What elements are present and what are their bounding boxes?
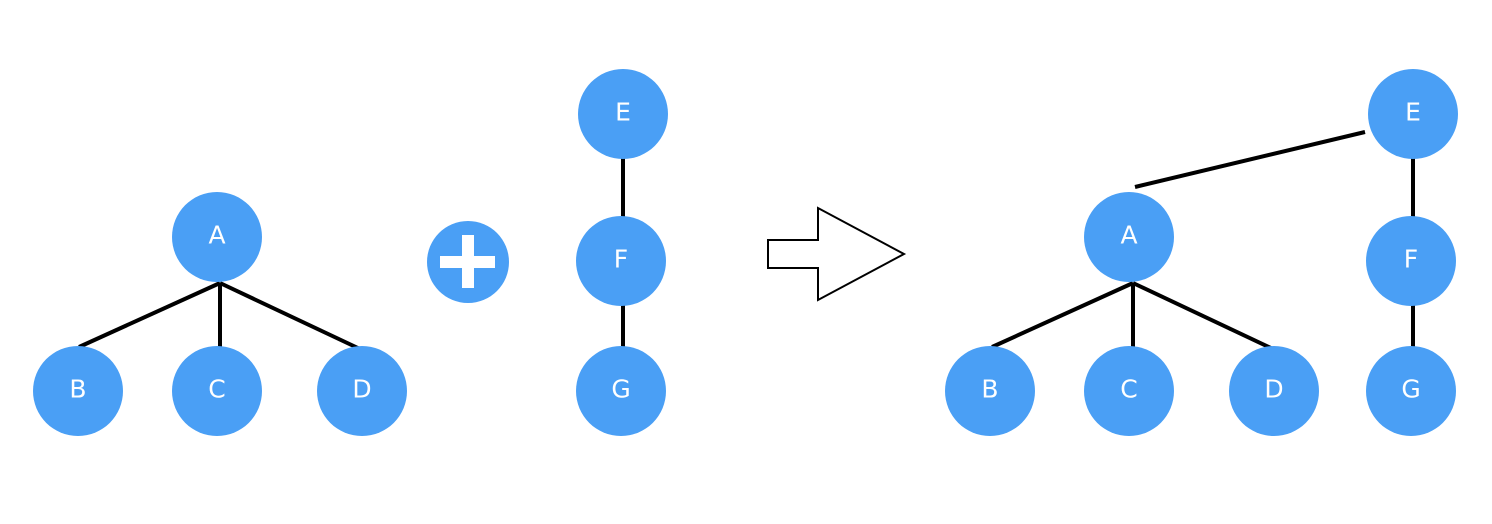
node-label: E [615, 98, 631, 127]
node-label: E [1405, 98, 1421, 127]
node-label: D [352, 375, 371, 404]
left-tree: A B C D [33, 192, 407, 436]
node-c: C [172, 346, 262, 436]
node-label: F [1404, 245, 1418, 274]
node-label: A [1120, 221, 1137, 250]
right-arrow-icon [767, 206, 907, 302]
node-f: F [1366, 216, 1456, 306]
node-b: B [33, 346, 123, 436]
node-label: B [69, 375, 86, 404]
edge-a-b [78, 281, 221, 349]
edge-a-d [1132, 281, 1274, 351]
node-e: E [1368, 69, 1458, 159]
middle-tree: E F G [576, 69, 668, 436]
node-label: F [614, 245, 628, 274]
node-label: C [1120, 375, 1137, 404]
node-c: C [1084, 346, 1174, 436]
node-f: F [576, 216, 666, 306]
node-d: D [1229, 346, 1319, 436]
node-g: G [576, 346, 666, 436]
node-label: C [208, 375, 225, 404]
plus-icon [427, 221, 509, 303]
node-label: D [1264, 375, 1283, 404]
node-g: G [1366, 346, 1456, 436]
node-label: G [1401, 375, 1420, 404]
node-a: A [1084, 192, 1174, 282]
node-b: B [945, 346, 1035, 436]
node-a: A [172, 192, 262, 282]
node-e: E [578, 69, 668, 159]
edge-e-a [1134, 130, 1366, 189]
node-d: D [317, 346, 407, 436]
edge-a-d [219, 281, 361, 351]
node-label: G [611, 375, 630, 404]
plus-bar-vertical [462, 235, 474, 288]
node-label: A [208, 221, 225, 250]
edge-a-b [991, 281, 1134, 349]
node-label: B [981, 375, 998, 404]
result-tree: E A F B C D G [945, 69, 1458, 436]
